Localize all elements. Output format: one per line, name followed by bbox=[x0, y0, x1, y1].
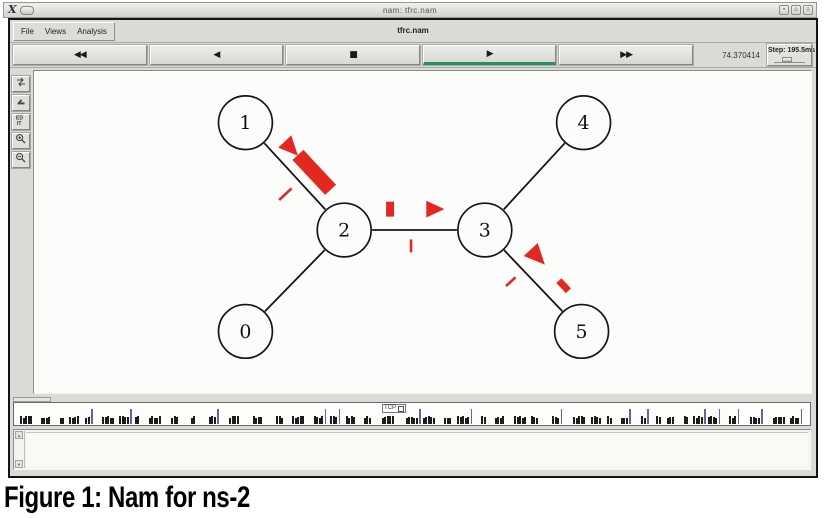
packet-arrow-4[interactable] bbox=[426, 200, 445, 218]
trace-file-label: tfrc.nam bbox=[397, 26, 429, 35]
node-1-label: 1 bbox=[239, 112, 251, 134]
svg-text:ED: ED bbox=[16, 116, 23, 122]
svg-text:IT: IT bbox=[17, 121, 21, 126]
node-2-circle[interactable] bbox=[316, 202, 372, 258]
menu-bar: File Views Analysis bbox=[13, 22, 115, 41]
menu-analysis[interactable]: Analysis bbox=[77, 27, 107, 36]
node-2[interactable]: 2 bbox=[316, 202, 372, 258]
figure-caption: Figure 1: Nam for ns-2 bbox=[4, 481, 250, 514]
close-button[interactable]: ≡ bbox=[803, 5, 813, 15]
rewind-button[interactable]: ◀◀ bbox=[12, 44, 148, 66]
node-3-circle[interactable] bbox=[457, 202, 513, 258]
fast-forward-button[interactable]: ▶▶ bbox=[558, 44, 694, 66]
window-title: nam: tfrc.nam bbox=[382, 5, 438, 15]
packet-bar-1[interactable] bbox=[292, 149, 337, 195]
stop-button[interactable]: ■ bbox=[285, 44, 421, 66]
scroll-up-icon[interactable]: ▲ bbox=[15, 431, 23, 439]
packet-tick-2[interactable] bbox=[278, 187, 293, 201]
link-1-2[interactable] bbox=[263, 142, 326, 211]
play-icon: ▶ bbox=[486, 49, 494, 59]
iconify-button[interactable]: • bbox=[779, 5, 789, 15]
zoom-in-button[interactable] bbox=[11, 132, 31, 150]
step-rate-control[interactable]: Step: 195.5ms bbox=[766, 43, 816, 67]
packet-tick-8[interactable] bbox=[505, 276, 517, 288]
node-1-circle[interactable] bbox=[217, 95, 274, 151]
packet-arrow-0[interactable] bbox=[278, 135, 304, 161]
playback-controls: ◀◀◀■▶▶▶ 74.370414 Step: 195.5ms bbox=[10, 43, 816, 68]
packet-bar-7[interactable] bbox=[556, 278, 571, 294]
node-4-label: 4 bbox=[578, 112, 590, 134]
node-5[interactable]: 5 bbox=[553, 303, 610, 360]
network-topology: 0 1 2 3 4 5 bbox=[217, 95, 612, 360]
packet-timeline[interactable]: TCP bbox=[13, 402, 811, 426]
zoom-out-button[interactable] bbox=[11, 151, 31, 169]
link-0-2[interactable] bbox=[264, 249, 326, 313]
node-5-label: 5 bbox=[576, 321, 588, 343]
animation-canvas[interactable]: 0 1 2 3 4 5 bbox=[33, 70, 812, 394]
timeline-flow-tag[interactable]: TCP bbox=[382, 404, 406, 413]
annotation-pane: ▲ ▼ bbox=[13, 429, 811, 470]
time-display: 74.370414 bbox=[722, 50, 760, 60]
packet-bar-3[interactable] bbox=[386, 201, 395, 217]
annotation-scrollbar[interactable]: ▲ ▼ bbox=[15, 431, 25, 468]
packet-arrow-6[interactable] bbox=[523, 242, 552, 271]
menu-file[interactable]: File bbox=[21, 27, 34, 36]
menu-row: File Views Analysis tfrc.nam bbox=[10, 20, 816, 43]
step-back-icon: ◀ bbox=[213, 50, 220, 60]
play-button[interactable]: ▶ bbox=[421, 44, 558, 66]
zoom-in-icon bbox=[15, 132, 27, 150]
link-3-5[interactable] bbox=[503, 249, 563, 312]
flow-tag-square-icon bbox=[398, 405, 404, 412]
timeline-tab bbox=[13, 397, 51, 402]
packet-tick-5[interactable] bbox=[409, 239, 413, 253]
node-0-circle[interactable] bbox=[217, 303, 274, 360]
playback-buttons: ◀◀◀■▶▶▶ bbox=[12, 44, 694, 66]
step-slider[interactable] bbox=[774, 57, 805, 63]
pan-button[interactable] bbox=[11, 75, 31, 93]
node-0[interactable]: 0 bbox=[217, 303, 274, 360]
node-4[interactable]: 4 bbox=[555, 95, 612, 151]
node-1[interactable]: 1 bbox=[217, 95, 274, 151]
annotation-list bbox=[26, 432, 808, 466]
link-3-4[interactable] bbox=[503, 142, 566, 211]
timeline-flow-tag-label: TCP bbox=[384, 405, 396, 411]
node-3-label: 3 bbox=[479, 220, 491, 242]
x-window-logo-icon: X bbox=[8, 3, 17, 16]
scroll-down-icon[interactable]: ▼ bbox=[15, 460, 23, 468]
node-3[interactable]: 3 bbox=[457, 202, 513, 258]
step-rate-label: Step: 195.5ms bbox=[768, 47, 816, 54]
titlebar: X nam: tfrc.nam • o ≡ bbox=[3, 2, 817, 18]
node-2-label: 2 bbox=[338, 220, 350, 242]
rewind-icon: ◀◀ bbox=[73, 50, 87, 60]
window-menu-button[interactable] bbox=[19, 5, 34, 15]
node-5-circle[interactable] bbox=[553, 303, 610, 360]
step-back-button[interactable]: ◀ bbox=[148, 44, 285, 66]
stop-icon: ■ bbox=[349, 50, 357, 60]
node-0-label: 0 bbox=[239, 321, 251, 343]
node-4-circle[interactable] bbox=[555, 95, 612, 151]
select-hand-icon bbox=[15, 94, 27, 112]
step-slider-handle[interactable] bbox=[782, 57, 792, 62]
pan-icon bbox=[15, 75, 27, 93]
zoom-out-icon bbox=[15, 151, 27, 169]
select-hand-button[interactable] bbox=[11, 94, 31, 112]
maximize-button[interactable]: o bbox=[791, 5, 801, 15]
menu-views[interactable]: Views bbox=[44, 27, 67, 36]
fast-forward-icon: ▶▶ bbox=[620, 50, 633, 60]
